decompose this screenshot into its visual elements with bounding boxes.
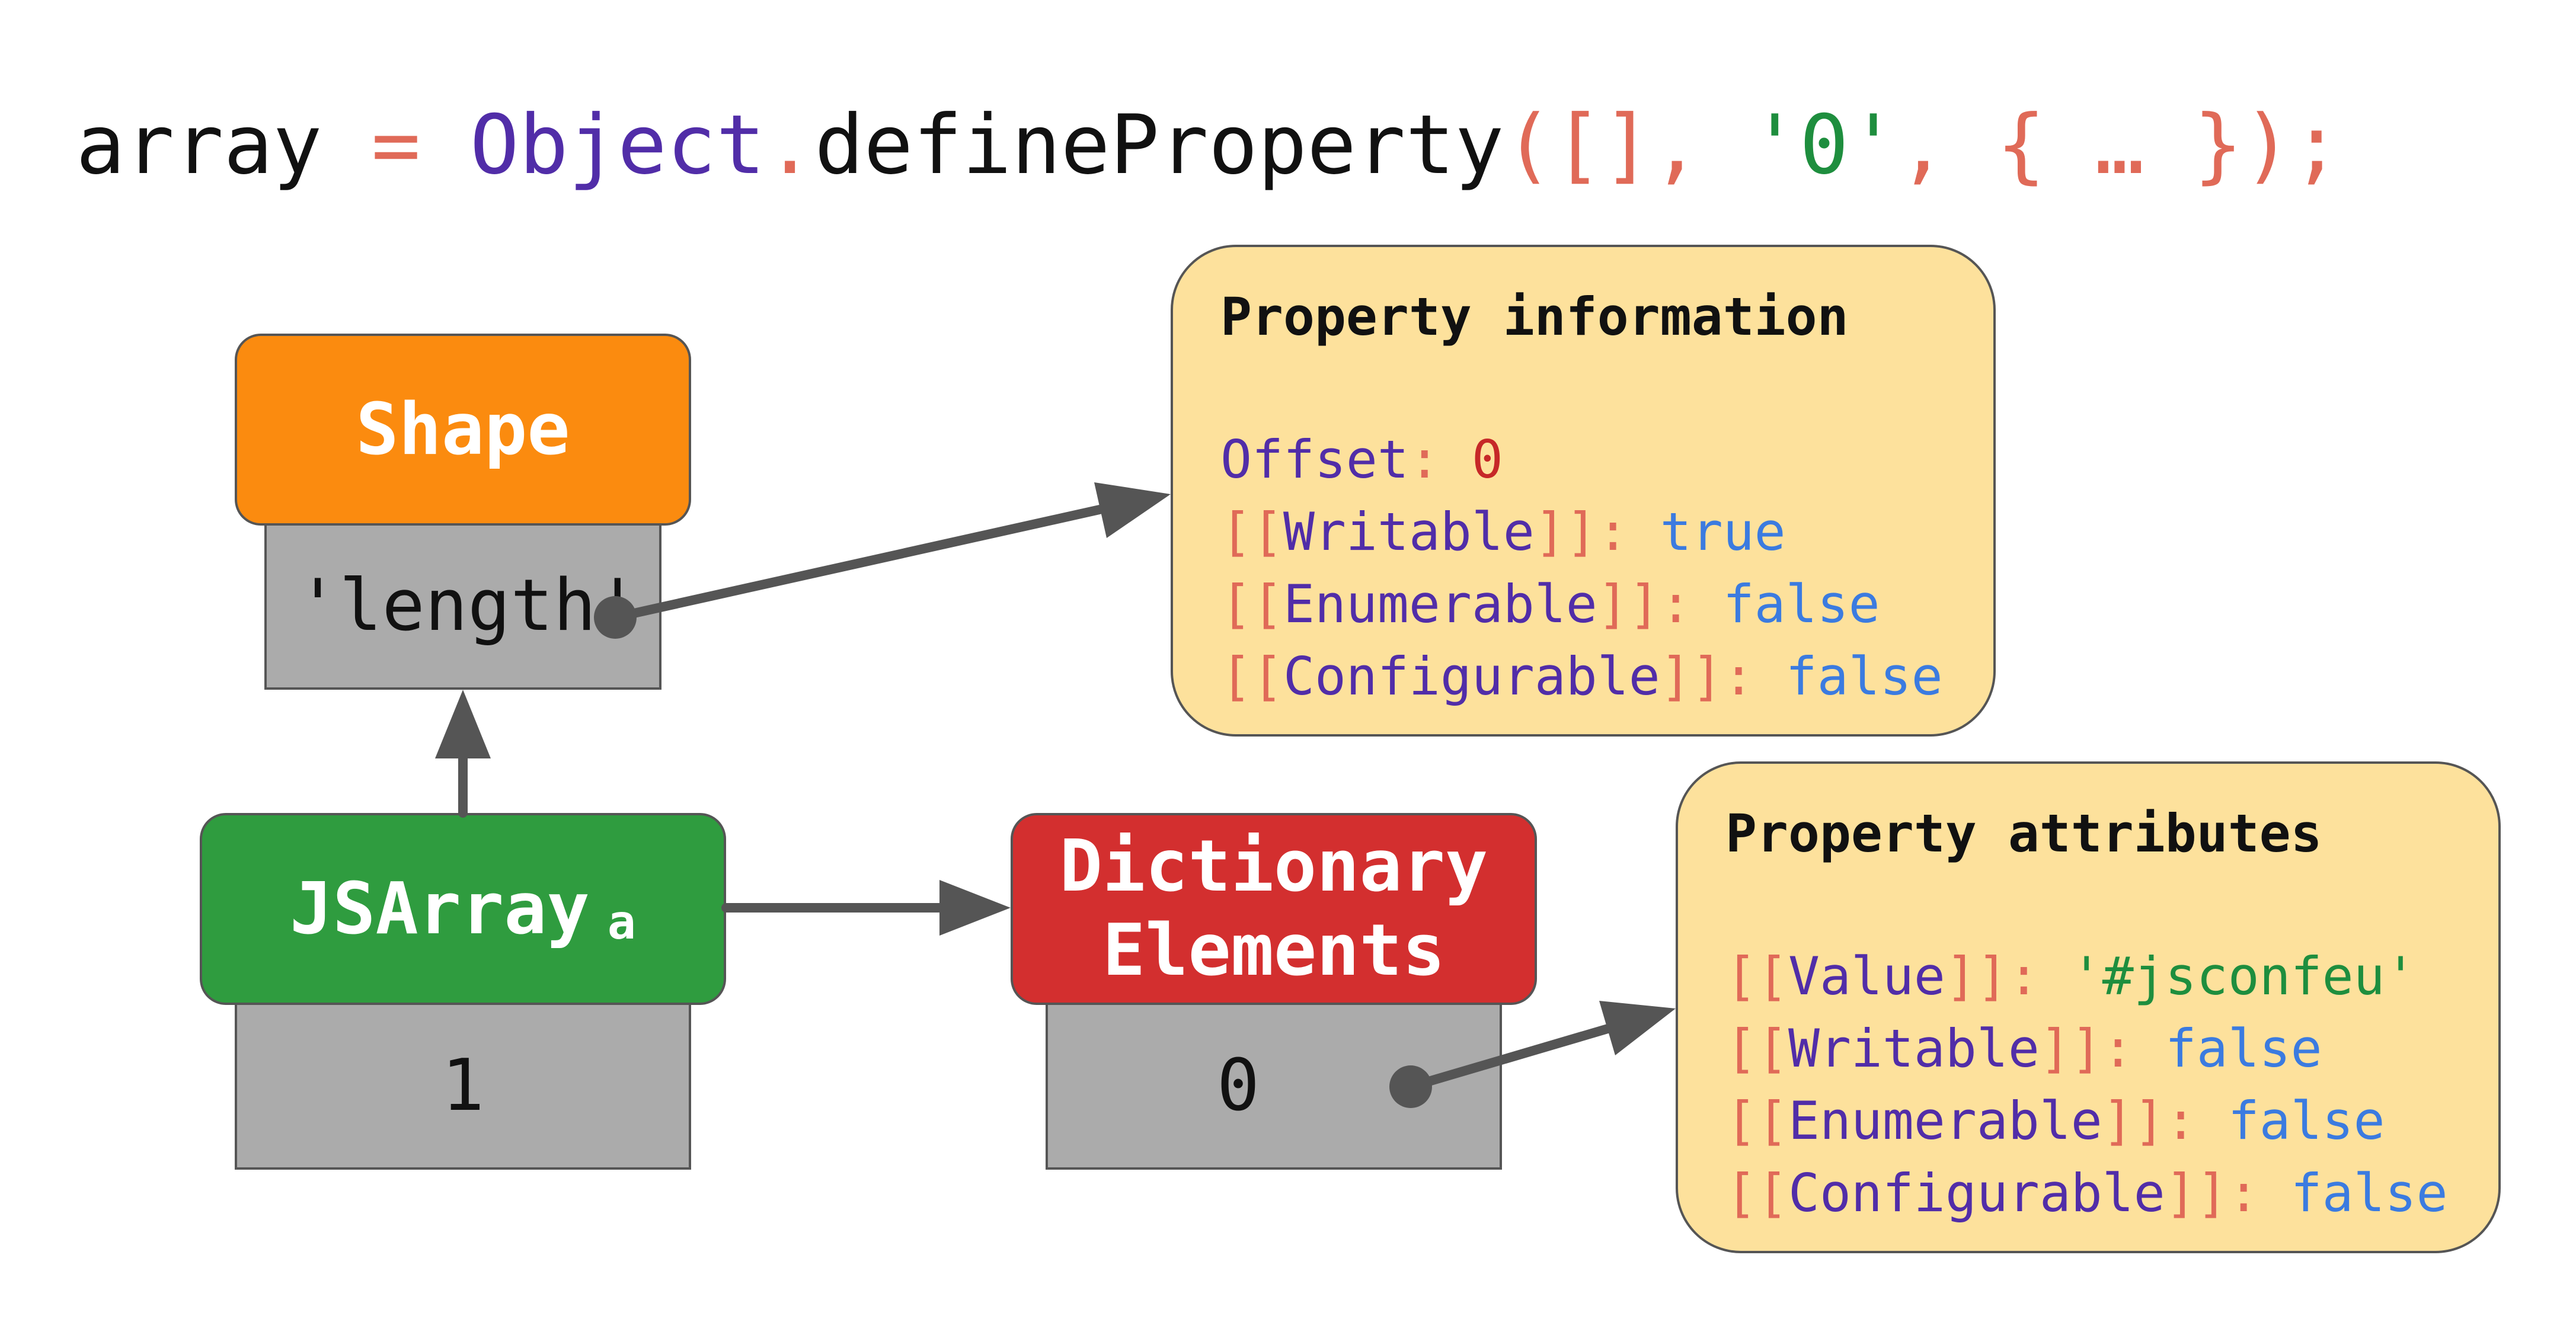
property-information-box: Property information Offset: 0 [[Writabl… xyxy=(1171,245,1996,737)
configurable-label: Configurable xyxy=(1283,646,1660,707)
property-information-title: Property information xyxy=(1220,286,1849,347)
open-brackets: [[ xyxy=(1725,1090,1788,1151)
value-value: '#jsconfeu' xyxy=(2070,946,2417,1007)
close-brackets: ]]: xyxy=(1945,946,2071,1007)
property-attributes-box: Property attributes [[Value]]: '#jsconfe… xyxy=(1676,761,2501,1253)
jsarray-box: JSArray a xyxy=(200,813,726,1005)
shape-box: Shape xyxy=(235,334,691,526)
arrowhead-dict xyxy=(939,880,1011,936)
dict-line1: Dictionary xyxy=(1059,825,1488,908)
shape-slot: 'length' xyxy=(264,521,661,690)
close-brackets: ]]: xyxy=(2039,1018,2165,1079)
property-attributes-title: Property attributes xyxy=(1725,803,2322,864)
code-dot: . xyxy=(765,97,815,193)
configurable-line: [[Configurable]]: false xyxy=(1725,1157,2498,1230)
dict-index: 0 xyxy=(1216,1044,1260,1127)
configurable-line: [[Configurable]]: false xyxy=(1220,641,1993,713)
value-label: Value xyxy=(1788,946,1945,1007)
code-eq: = xyxy=(322,97,470,193)
open-brackets: [[ xyxy=(1725,1018,1788,1079)
offset-line: Offset: 0 xyxy=(1220,424,1993,496)
code-line: array = Object.defineProperty([], '0', {… xyxy=(76,92,2341,199)
close-brackets: ]]: xyxy=(1660,646,1786,707)
code-args: ([], xyxy=(1504,97,1750,193)
writable-label: Writable xyxy=(1788,1018,2040,1079)
code-rest: , { … }); xyxy=(1898,97,2341,193)
enumerable-value: false xyxy=(2227,1090,2385,1151)
close-brackets: ]]: xyxy=(1597,574,1723,635)
enumerable-line: [[Enumerable]]: false xyxy=(1220,568,1993,641)
offset-value: 0 xyxy=(1471,429,1503,490)
open-brackets: [[ xyxy=(1220,646,1283,707)
configurable-label: Configurable xyxy=(1788,1163,2165,1224)
dictionary-slot: 0 xyxy=(1046,1001,1502,1170)
jsarray-slot: 1 xyxy=(235,1001,691,1170)
jsarray-title: JSArray xyxy=(290,867,590,950)
enumerable-label: Enumerable xyxy=(1283,574,1597,635)
arrowhead-info xyxy=(1094,482,1171,538)
code-obj: Object xyxy=(469,97,766,193)
writable-label: Writable xyxy=(1283,501,1535,562)
enumerable-value: false xyxy=(1722,574,1880,635)
open-brackets: [[ xyxy=(1220,574,1283,635)
shape-key: 'length' xyxy=(296,564,639,647)
value-line: [[Value]]: '#jsconfeu' xyxy=(1725,940,2498,1013)
enumerable-line: [[Enumerable]]: false xyxy=(1725,1085,2498,1157)
dict-line2: Elements xyxy=(1102,910,1445,992)
writable-line: [[Writable]]: false xyxy=(1725,1013,2498,1085)
colon: : xyxy=(1408,429,1472,490)
arrowhead-attributes xyxy=(1599,1001,1676,1055)
close-brackets: ]]: xyxy=(2102,1090,2228,1151)
code-lhs: array xyxy=(76,97,322,193)
close-brackets: ]]: xyxy=(1534,501,1660,562)
arrow-length-to-info xyxy=(611,505,1104,622)
arrowhead-shape xyxy=(435,690,491,758)
close-brackets: ]]: xyxy=(2165,1163,2291,1224)
writable-line: [[Writable]]: true xyxy=(1220,496,1993,568)
open-brackets: [[ xyxy=(1220,501,1283,562)
enumerable-label: Enumerable xyxy=(1788,1090,2102,1151)
open-brackets: [[ xyxy=(1725,946,1788,1007)
configurable-value: false xyxy=(2290,1163,2448,1224)
offset-label: Offset xyxy=(1220,429,1409,490)
jsarray-value: 1 xyxy=(441,1044,485,1127)
open-brackets: [[ xyxy=(1725,1163,1788,1224)
shape-title: Shape xyxy=(356,388,570,471)
writable-value: false xyxy=(2165,1018,2322,1079)
writable-value: true xyxy=(1660,501,1786,562)
dictionary-elements-box: Dictionary Elements xyxy=(1011,813,1537,1005)
configurable-value: false xyxy=(1785,646,1943,707)
code-method: defineProperty xyxy=(814,97,1504,193)
code-key: '0' xyxy=(1750,97,1899,193)
jsarray-sub: a xyxy=(607,894,636,950)
